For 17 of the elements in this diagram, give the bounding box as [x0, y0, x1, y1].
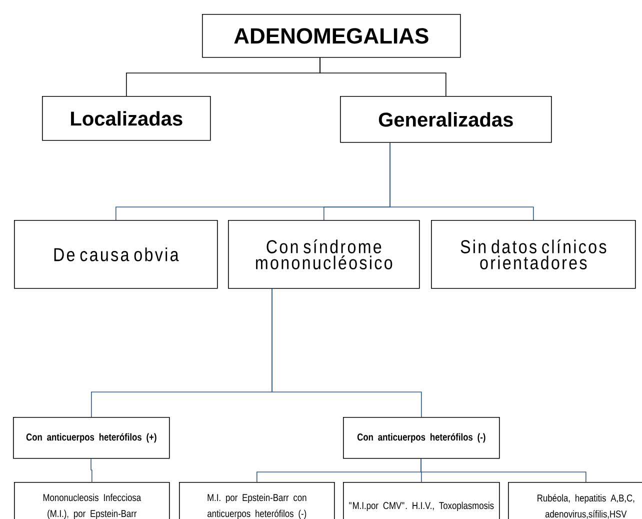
connector-line — [420, 458, 586, 482]
cause-box: Mononucleosis Infecciosa (M.I.), por Epstein-Barr — [14, 482, 170, 519]
cause-box: Rubéola, hepatitis A,B,C, adenovirus,sífilis,HSV — [508, 482, 642, 519]
category-box: Localizadas — [42, 96, 211, 141]
category-box: Con anticuerpos heterófilos (-) — [343, 417, 500, 459]
category-box: Generalizadas — [340, 96, 552, 143]
category-box: De causa obvia — [14, 220, 218, 289]
category-box: Con anticuerpos heterófilos (+) — [13, 417, 170, 459]
category-box: Sin datos clínicos orientadores — [431, 220, 636, 289]
connector-line — [390, 142, 534, 220]
connector-line — [272, 288, 422, 418]
title-box: ADENOMEGALIAS — [202, 14, 461, 58]
cause-box: M.I. por Epstein-Barr con anticuerpos heterófilos (-) — [179, 482, 335, 519]
connector-line — [90, 458, 92, 482]
connector-line — [320, 57, 446, 96]
cause-box: "M.I.por CMV". H.I.V., Toxoplasmosis — [343, 482, 500, 519]
category-box: Con síndrome mononucléosico — [228, 220, 420, 289]
